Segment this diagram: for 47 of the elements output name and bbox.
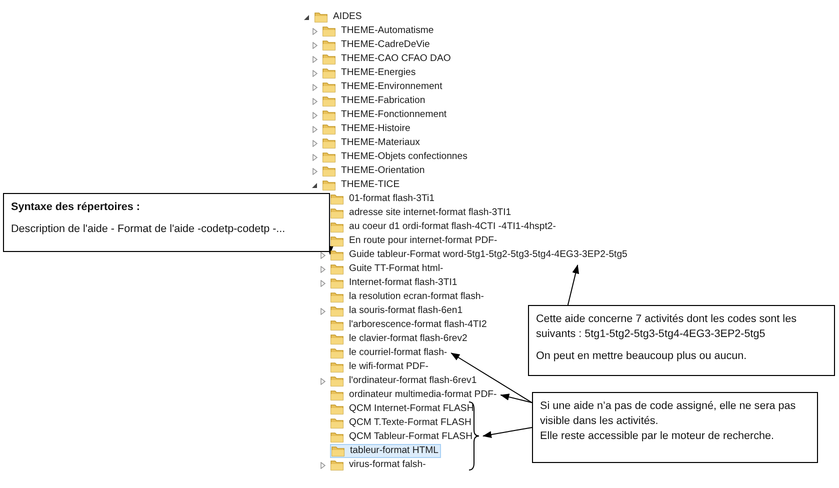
arrow — [567, 264, 580, 306]
folder-name: THEME-Fabrication — [340, 95, 426, 107]
folder-name: au coeur d1 ordi-format flash-4CTI -4TI1-4hspt2- — [348, 221, 557, 233]
folder-name: THEME-Environnement — [340, 81, 444, 93]
folder-name: ordinateur multimedia-format PDF- — [348, 389, 498, 401]
folder-name: THEME-Orientation — [340, 165, 426, 177]
folder-name: Guite TT-Format html- — [348, 263, 444, 275]
folder-name: THEME-TICE — [340, 179, 401, 191]
callout-text: Cette aide concerne 7 activités dont les codes sont les suivants : 5tg1-5tg2-5tg3-5tg4-4EG3-3EP2-5tg5 — [536, 312, 798, 342]
folder-name: 01-format flash-3Ti1 — [348, 193, 436, 205]
folder-name: Internet-format flash-3TI1 — [348, 277, 458, 289]
folder-name: QCM Tableur-Format FLASH — [348, 431, 474, 443]
folder-name: adresse site internet-format flash-3TI1 — [348, 207, 512, 219]
folder-name: le clavier-format flash-6rev2 — [348, 333, 468, 345]
folder-name: THEME-CAO CFAO DAO — [340, 53, 452, 65]
folder-name: QCM T.Texte-Format FLASH — [348, 417, 472, 429]
callout-box — [3, 193, 330, 252]
arrow — [450, 352, 532, 404]
folder-name: En route pour internet-format PDF- — [348, 235, 498, 247]
folder-name: Guide tableur-Format word-5tg1-5tg2-5tg3-5tg4-4EG3-3EP2-5tg5 — [348, 249, 628, 261]
folder-name: la resolution ecran-format flash- — [348, 291, 485, 303]
callout-box — [528, 305, 835, 376]
folder-name: AIDES — [332, 11, 363, 23]
callout-text: Si une aide n’a pas de code assigné, elle ne sera pas visible dans les activités. — [540, 399, 797, 429]
folder-name: THEME-Materiaux — [340, 137, 421, 149]
folder-name: tableur-format HTML — [349, 445, 440, 457]
folder-name: le courriel-format flash- — [348, 347, 448, 359]
heading: Syntaxe des répertoires : — [11, 200, 142, 215]
folder-name: le wifi-format PDF- — [348, 361, 430, 373]
folder-name: THEME-CadreDeVie — [340, 39, 431, 51]
arrow — [500, 394, 532, 404]
folder-name: THEME-Energies — [340, 67, 417, 79]
callout-text: On peut en mettre beaucoup plus ou aucun. — [536, 349, 748, 364]
folder-name: THEME-Objets confectionnes — [340, 151, 468, 163]
folder-name: virus-format falsh- — [348, 459, 427, 471]
arrow — [326, 246, 334, 255]
arrow — [482, 427, 532, 438]
folder-name: THEME-Fonctionnement — [340, 109, 448, 121]
description-text: Description de l'aide - Format de l'aide -codetp-codetp -... — [11, 222, 286, 237]
callout-box — [532, 392, 818, 463]
callout-text: Elle reste accessible par le moteur de recherche. — [540, 429, 776, 444]
folder-name: QCM Internet-Format FLASH — [348, 403, 475, 415]
folder-name: l'ordinateur-format flash-6rev1 — [348, 375, 478, 387]
folder-name: l'arborescence-format flash-4TI2 — [348, 319, 488, 331]
folder-name: THEME-Automatisme — [340, 25, 435, 37]
folder-name: THEME-Histoire — [340, 123, 412, 135]
folder-name: la souris-format flash-6en1 — [348, 305, 464, 317]
